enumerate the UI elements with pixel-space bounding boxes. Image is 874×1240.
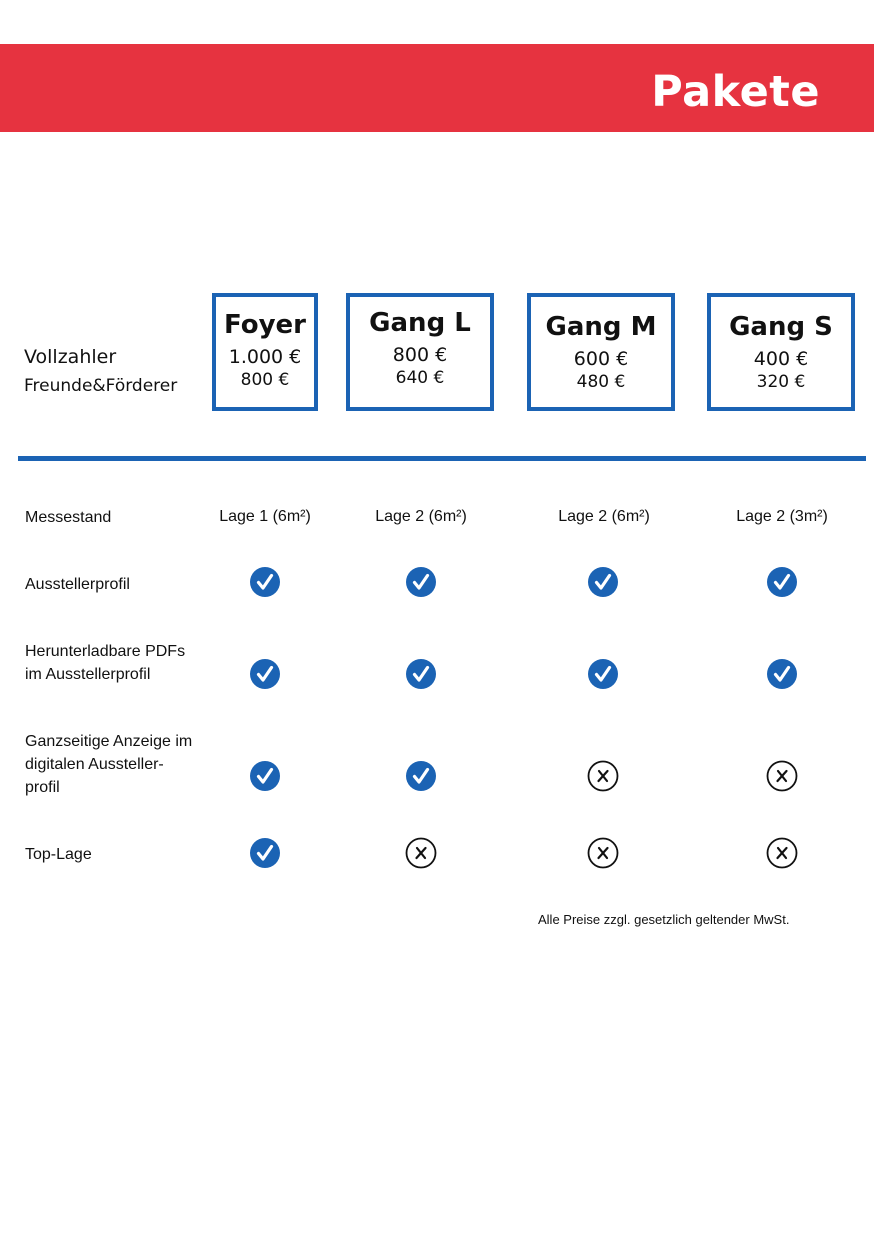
stand-value-foyer: Lage 1 (6m²) [219, 508, 311, 525]
check-circle-icon [406, 567, 436, 597]
package-price-friends: 800 € [240, 370, 290, 390]
price-label-full-payer: Vollzahler [24, 346, 117, 368]
package-price-full: 400 € [753, 348, 809, 370]
check-circle-icon [250, 659, 280, 689]
package-price-friends: 480 € [576, 372, 626, 392]
header-banner: Pakete [0, 44, 874, 132]
feature-label-anzeige: Ganzseitige Anzeige im digitalen Ausstel… [25, 733, 193, 796]
feature-label-ausstellerprofil: Ausstellerprofil [25, 576, 130, 593]
check-circle-icon [406, 659, 436, 689]
x-circle-icon [587, 837, 619, 869]
package-price-friends: 640 € [395, 368, 445, 388]
price-labels: Vollzahler Freunde&Förderer [24, 344, 177, 402]
package-box-gang-l: Gang L 800 € 640 € [346, 293, 494, 411]
package-name: Gang S [729, 312, 833, 342]
x-circle-icon [766, 837, 798, 869]
check-circle-icon [250, 761, 280, 791]
price-label-friends: Freunde&Förderer [24, 376, 178, 396]
check-circle-icon [767, 567, 797, 597]
check-circle-icon [767, 659, 797, 689]
feature-label-messestand: Messestand [25, 509, 112, 526]
package-box-gang-s: Gang S 400 € 320 € [707, 293, 855, 411]
check-circle-icon [588, 567, 618, 597]
stand-value-gang-l: Lage 2 (6m²) [375, 508, 467, 525]
stand-value-gang-m: Lage 2 (6m²) [558, 508, 650, 525]
package-price-full: 600 € [573, 348, 629, 370]
package-name: Gang M [545, 312, 657, 342]
stand-value-gang-s: Lage 2 (3m²) [736, 508, 828, 525]
package-box-foyer: Foyer 1.000 € 800 € [212, 293, 318, 411]
package-price-full: 1.000 € [228, 346, 302, 368]
package-price-full: 800 € [392, 344, 448, 366]
package-name: Foyer [224, 310, 306, 340]
feature-label-pdfs: Herunterladbare PDFs im Ausstellerprofil [25, 643, 186, 683]
package-price-friends: 320 € [756, 372, 806, 392]
check-circle-icon [250, 838, 280, 868]
page-title: Pakete [651, 67, 820, 117]
check-circle-icon [406, 761, 436, 791]
x-circle-icon [405, 837, 437, 869]
check-circle-icon [588, 659, 618, 689]
package-name: Gang L [369, 308, 471, 338]
package-box-gang-m: Gang M 600 € 480 € [527, 293, 675, 411]
x-circle-icon [587, 760, 619, 792]
price-footnote: Alle Preise zzgl. gesetzlich geltender M… [538, 912, 790, 927]
x-circle-icon [766, 760, 798, 792]
check-circle-icon [250, 567, 280, 597]
feature-label-top-lage: Top-Lage [25, 846, 92, 863]
section-divider [18, 456, 866, 461]
